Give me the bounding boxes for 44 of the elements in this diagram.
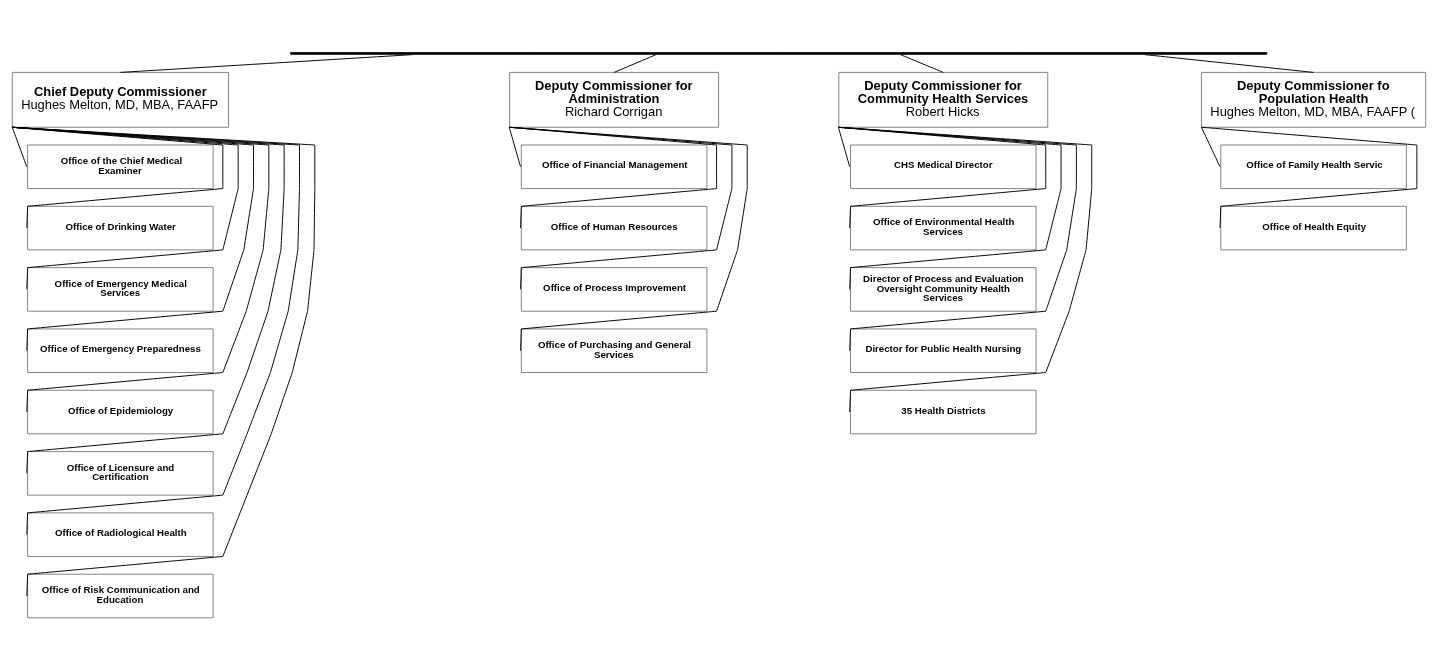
node-box: Office of Environmental Health Services	[850, 205, 1037, 251]
connector	[11, 126, 224, 229]
node-box: Director for Public Health Nursing	[850, 328, 1037, 373]
node-box: Office of Licensure and Certification	[27, 451, 214, 496]
node-box: CHS Medical Director	[850, 144, 1037, 190]
node-box: Office of Purchasing and General Services	[520, 328, 708, 373]
node-box: Office of the Chief Medical Examiner	[27, 144, 214, 190]
node-box: Chief Deputy Commissioner Hughes Melton, MD, MBA, FAAFP	[11, 71, 229, 128]
connector	[11, 126, 300, 536]
node-box: Office of Human Resources	[520, 205, 708, 251]
connector	[508, 126, 718, 229]
connector	[11, 126, 316, 597]
connector	[837, 126, 1077, 352]
connector	[11, 126, 254, 352]
connector	[508, 126, 521, 168]
node-box: 35 Health Districts	[850, 389, 1037, 435]
connector	[1200, 126, 1418, 229]
connector	[508, 126, 748, 352]
connector	[837, 126, 1047, 229]
connector	[119, 54, 413, 73]
node-box: Deputy Commissioner for Administration Richard Corrigan	[509, 71, 720, 128]
connector	[837, 126, 1062, 290]
node-box: Director of Process and Evaluation Oversight Community Health Services	[850, 267, 1037, 312]
connector	[508, 126, 733, 290]
connector	[1144, 54, 1315, 73]
connector	[11, 126, 270, 413]
node-box: Office of Risk Communication and Education	[27, 573, 214, 619]
connector	[11, 126, 239, 290]
node-box: Office of Emergency Preparedness	[27, 328, 214, 373]
node-box: Deputy Commissioner for Community Health Services Robert Hicks	[838, 71, 1049, 128]
node-box: Office of Health Equity	[1220, 205, 1407, 251]
node-box: Office of Family Health Servic	[1220, 144, 1407, 190]
connector	[837, 126, 1093, 413]
node-box: Office of Process Improvement	[520, 267, 708, 312]
node-box: Office of Epidemiology	[27, 389, 214, 435]
node-box: Office of Radiological Health	[27, 512, 214, 557]
connector	[11, 126, 28, 168]
node-box: Office of Emergency Medical Services	[27, 267, 214, 312]
node-box: Office of Drinking Water	[27, 205, 214, 251]
node-box: Office of Financial Management	[520, 144, 708, 190]
connector	[837, 126, 851, 168]
connector	[1200, 126, 1221, 168]
node-box: Deputy Commissioner fo Population Health Hughes Melton, MD, MBA, FAAFP (	[1200, 71, 1427, 128]
connector	[11, 126, 285, 474]
